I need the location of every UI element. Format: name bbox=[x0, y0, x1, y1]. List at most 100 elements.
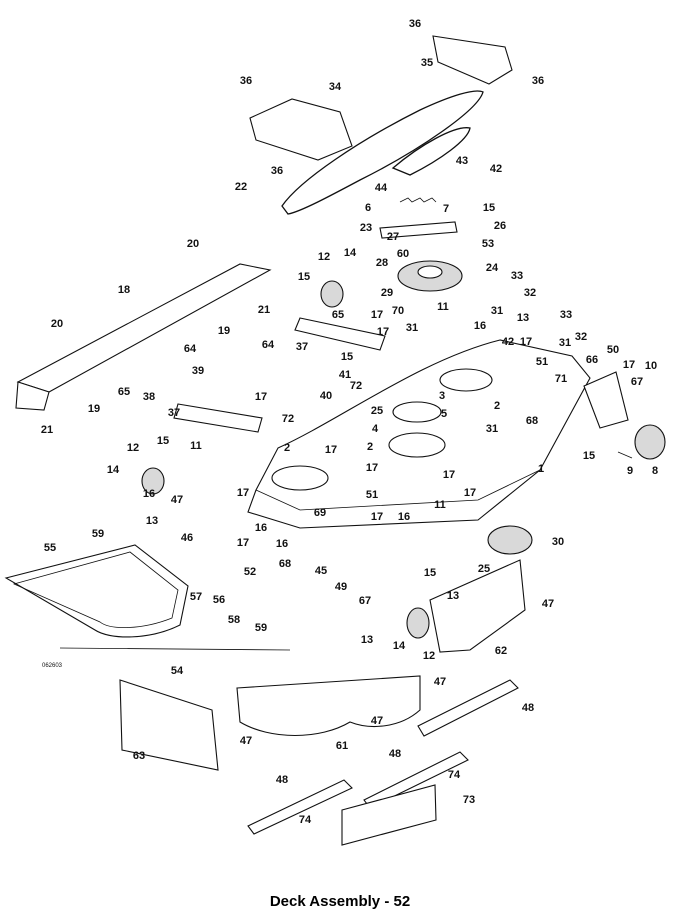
part-callout: 50 bbox=[607, 344, 619, 356]
part-callout: 17 bbox=[237, 487, 249, 499]
baffle-rail-rear bbox=[15, 381, 50, 411]
part-callout: 48 bbox=[522, 702, 534, 714]
part-callout: 46 bbox=[181, 532, 193, 544]
part-callout: 34 bbox=[329, 81, 342, 93]
part-callout: 1 bbox=[538, 463, 544, 475]
part-callout: 42 bbox=[490, 163, 502, 175]
part-callout: 36 bbox=[532, 75, 544, 87]
part-callout: 17 bbox=[371, 309, 383, 321]
part-callout: 39 bbox=[192, 365, 204, 377]
part-callout: 24 bbox=[486, 262, 499, 274]
part-callout: 47 bbox=[434, 676, 446, 688]
part-callout: 30 bbox=[552, 536, 564, 548]
part-callout: 58 bbox=[228, 614, 240, 626]
part-callout: 64 bbox=[262, 339, 275, 351]
mower-blade bbox=[417, 679, 519, 737]
part-callout: 41 bbox=[339, 369, 351, 381]
part-callout: 13 bbox=[146, 515, 158, 527]
part-callout: 49 bbox=[335, 581, 347, 593]
part-callout: 64 bbox=[184, 343, 197, 355]
part-callout: 17 bbox=[325, 444, 337, 456]
part-callout: 20 bbox=[187, 238, 199, 250]
part-callout: 53 bbox=[482, 238, 494, 250]
part-callout: 17 bbox=[255, 391, 267, 403]
deck-roller bbox=[487, 525, 533, 555]
part-callout: 12 bbox=[318, 251, 330, 263]
part-callout: 9 bbox=[627, 465, 633, 477]
discharge-chute bbox=[4, 544, 189, 638]
chute-edge bbox=[12, 551, 179, 628]
part-callout: 16 bbox=[276, 538, 288, 550]
part-callout: 32 bbox=[524, 287, 536, 299]
part-callout: 67 bbox=[359, 595, 371, 607]
part-callout: 17 bbox=[464, 487, 476, 499]
part-callout: 19 bbox=[88, 403, 100, 415]
part-callout: 67 bbox=[631, 376, 643, 388]
part-callout: 72 bbox=[282, 413, 294, 425]
part-callout: 17 bbox=[371, 511, 383, 523]
gauge-wheel bbox=[634, 424, 666, 460]
part-callout: 16 bbox=[474, 320, 486, 332]
part-callout: 45 bbox=[315, 565, 327, 577]
part-callout: 37 bbox=[296, 341, 308, 353]
idler-spring bbox=[399, 197, 437, 203]
spindle-pulley bbox=[388, 432, 446, 458]
part-callout: 15 bbox=[483, 202, 495, 214]
part-callout: 42 bbox=[502, 336, 514, 348]
part-callout: 47 bbox=[542, 598, 554, 610]
part-callout: 61 bbox=[336, 740, 348, 752]
anti-scalp-wheel bbox=[320, 280, 344, 308]
part-callout: 16 bbox=[255, 522, 267, 534]
belt-cover-right bbox=[432, 35, 513, 85]
blade-guard bbox=[341, 784, 437, 846]
part-callout: 2 bbox=[494, 400, 500, 412]
part-callout: 14 bbox=[344, 247, 357, 259]
part-callout: 59 bbox=[255, 622, 267, 634]
part-callout: 16 bbox=[398, 511, 410, 523]
part-callout: 31 bbox=[406, 322, 418, 334]
part-callout: 21 bbox=[41, 424, 53, 436]
anti-scalp-wheel bbox=[141, 467, 165, 495]
part-callout: 31 bbox=[486, 423, 498, 435]
part-callout: 68 bbox=[279, 558, 291, 570]
part-callout: 17 bbox=[443, 469, 455, 481]
part-callout: 17 bbox=[366, 462, 378, 474]
part-callout: 65 bbox=[118, 386, 130, 398]
deck-bottom-shield bbox=[236, 675, 421, 736]
idler-arm bbox=[379, 221, 458, 239]
part-callout: 15 bbox=[157, 435, 169, 447]
part-callout: 12 bbox=[423, 650, 435, 662]
part-callout: 4 bbox=[372, 423, 379, 435]
part-callout: 15 bbox=[583, 450, 595, 462]
part-callout: 63 bbox=[133, 750, 145, 762]
part-callout: 11 bbox=[190, 440, 202, 452]
part-callout: 27 bbox=[387, 231, 399, 243]
part-callout: 33 bbox=[511, 270, 523, 282]
part-callout: 20 bbox=[51, 318, 63, 330]
part-callout: 25 bbox=[371, 405, 383, 417]
part-callout: 31 bbox=[491, 305, 503, 317]
part-callout: 3 bbox=[439, 390, 445, 402]
part-callout: 65 bbox=[332, 309, 344, 321]
part-callout: 47 bbox=[171, 494, 183, 506]
bracket-line-54 bbox=[59, 647, 291, 651]
part-callout: 56 bbox=[213, 594, 225, 606]
part-callout: 17 bbox=[520, 336, 532, 348]
part-callout: 51 bbox=[366, 489, 378, 501]
part-callout: 57 bbox=[190, 591, 202, 603]
part-callout: 35 bbox=[421, 57, 433, 69]
part-callout: 31 bbox=[559, 337, 571, 349]
part-callout: 13 bbox=[447, 590, 459, 602]
part-callout: 48 bbox=[389, 748, 401, 760]
part-callout: 12 bbox=[127, 442, 139, 454]
drive-belt bbox=[281, 90, 484, 215]
part-callout: 52 bbox=[244, 566, 256, 578]
skid-plate bbox=[119, 679, 219, 771]
part-callout: 13 bbox=[517, 312, 529, 324]
part-callout: 36 bbox=[409, 18, 421, 30]
deck-bracket bbox=[429, 559, 526, 653]
part-callout: 19 bbox=[218, 325, 230, 337]
part-callout: 32 bbox=[575, 331, 587, 343]
deck-hanger-arm bbox=[294, 317, 386, 351]
part-callout: 74 bbox=[299, 814, 312, 826]
